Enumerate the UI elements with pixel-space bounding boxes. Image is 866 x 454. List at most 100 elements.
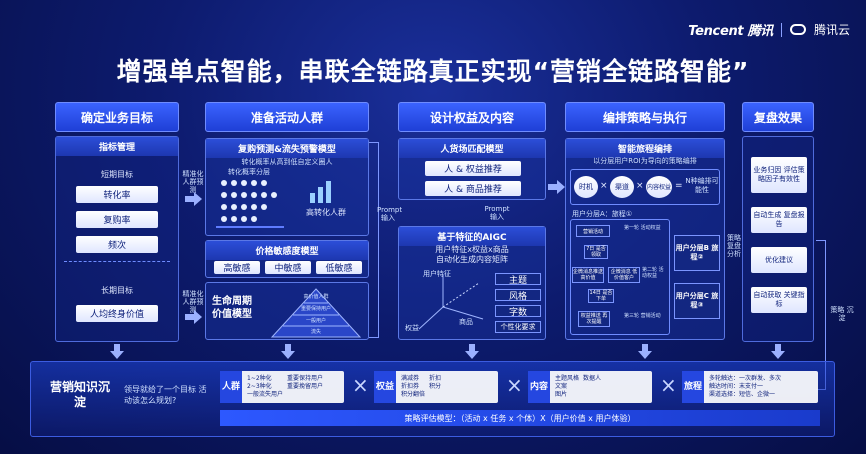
arrow-down-icon (281, 344, 295, 360)
metric-lifetime-value: 人均终身价值 (76, 305, 158, 322)
growth-bars-icon (310, 181, 331, 203)
metric-frequency: 频次 (76, 236, 158, 253)
page-title: 增强单点智能，串联全链路真正实现“营销全链路智能” (116, 57, 750, 86)
brand-divider (780, 22, 782, 37)
strategy-settle-label: 策略 沉淀 (830, 306, 854, 322)
multiply-icon: × (506, 373, 523, 397)
tile-item: 1~2种化 (247, 375, 272, 382)
multiply-icon: × (600, 181, 608, 191)
flow-node-1: 营销活动 (576, 225, 610, 237)
review-suggestion: 优化建议 (751, 247, 807, 273)
metric-repurchase: 复购率 (76, 211, 158, 228)
equals-icon: = (675, 181, 683, 191)
factor-content: 内容权益 (646, 176, 672, 198)
aigc-tag-style: 风格 (495, 289, 541, 302)
column-head-audience: 准备活动人群 (205, 102, 369, 132)
factor-box (570, 169, 720, 205)
tile-label-journey: 旅程 (682, 371, 704, 403)
side-label-predict-2: 精准化人群预测 (182, 290, 204, 314)
column-head-rights-content: 设计权益及内容 (398, 102, 546, 132)
lifecycle-model-title: 生命周期价值模型 (212, 296, 252, 320)
flow-node-5: 企微消息 低价值客户 (608, 267, 640, 283)
tile-item: 触达时间：末支付一 (709, 383, 764, 390)
tile-item: 数据人 (583, 375, 602, 382)
tile-item: 积分 (429, 383, 442, 390)
axis-goods: 商品 (459, 318, 473, 326)
arrow-down-icon (638, 344, 652, 360)
knowledge-tile-audience: 人群 1~2种化 重要保持用户 2~3种化 重要挽留用户 一般流失用户 (220, 371, 344, 403)
layer-b-box: 用户分层B 旅程② (674, 235, 720, 271)
multiply-icon: × (660, 373, 677, 397)
flow-node-3: 7日 是否领取 (584, 245, 608, 259)
flow-node-8: 权益推送 再次提醒 (578, 311, 610, 327)
panel-lifecycle-model: 生命周期价值模型 高价值人群 重要保持用户 一般用户 流失 (205, 282, 369, 340)
strategy-formula: 策略评估模型：（活动 x 任务 x 个体）X（用户价值 x 用户体验） (220, 410, 820, 426)
high-conversion-label: 高转化人群 (306, 208, 346, 217)
long-term-label: 长期目标 (101, 286, 133, 295)
matching-model-head: 人货场匹配模型 (399, 139, 545, 158)
arrow-right-icon (185, 310, 203, 324)
tile-label-rights: 权益 (374, 371, 396, 403)
strategy-review-label: 策略 复盘 分析 (727, 234, 741, 258)
tile-item: 2~3种化 (247, 383, 272, 390)
rec-goods: 人 & 商品推荐 (425, 181, 521, 196)
pyramid-level-1: 高价值人群 (303, 294, 329, 300)
knowledge-tile-rights: 权益 满减券 折扣 折扣券 积分 积分翻倍 (374, 371, 498, 403)
factor-timing: 时机 (574, 176, 598, 198)
aigc-tag-length: 字数 (495, 305, 541, 318)
layer-c-box: 用户分层C 旅程③ (674, 283, 720, 319)
tile-item: 图片 (555, 391, 568, 398)
metric-conversion: 转化率 (76, 186, 158, 203)
tile-item: 一般流失用户 (247, 391, 284, 398)
arrow-down-icon (465, 344, 479, 360)
journey-flow-box (570, 219, 670, 335)
factor-result: N种编排可能性 (685, 177, 719, 194)
aigc-head: 基于特征的AIGC (399, 227, 545, 246)
tile-item (583, 383, 607, 391)
review-report: 自动生成 复盘报告 (751, 207, 807, 233)
axis-user: 用户特征 (423, 270, 451, 278)
journey-head: 智能旅程编排 (566, 139, 724, 158)
column-head-review: 复盘效果 (742, 102, 814, 132)
flow-node-9: 第三轮 营销活动 (624, 313, 661, 319)
panel-price-model: 价格敏感度模型 高敏感 中敏感 低敏感 (205, 240, 369, 278)
review-metrics: 自动获取 关键指标 (751, 287, 807, 313)
factor-channel: 渠道 (610, 176, 634, 198)
question-text: 领导就给了一个目标 活动该怎么规划? (124, 385, 207, 405)
rec-rights: 人 & 权益推荐 (425, 161, 521, 176)
tile-item: 重要保持用户 (287, 375, 324, 382)
goal-divider (64, 261, 170, 262)
value-pyramid-icon (270, 288, 362, 338)
flow-node-4: 企微消息推送 高价值 (572, 267, 604, 283)
tile-label-audience: 人群 (220, 371, 242, 403)
repurchase-model-head: 复购预测&流失预警模型 (206, 139, 368, 158)
tile-item: 渠道选择：短信、企微一 (709, 391, 776, 398)
arrow-down-icon (771, 344, 785, 360)
arrow-right-icon (185, 192, 203, 206)
axis-rights: 权益 (405, 324, 419, 332)
aigc-tag-personal: 个性化要求 (495, 321, 541, 333)
side-label-predict-1: 精准化人群预测 (182, 170, 204, 194)
short-term-label: 短期目标 (101, 170, 133, 179)
review-attribution: 业务归因 评估策略因子有效性 (751, 157, 807, 193)
metric-management-head: 指标管理 (56, 137, 178, 156)
repurchase-model-sub2: 转化概率分层 (228, 168, 270, 176)
column-head-business-goal: 确定业务目标 (55, 102, 179, 132)
tile-item: 折扣券 (401, 383, 420, 390)
aigc-tag-topic: 主题 (495, 273, 541, 286)
column-review: 业务归因 评估策略因子有效性 自动生成 复盘报告 优化建议 自动获取 关键指标 (742, 136, 814, 342)
brand-bar: Tencent 腾讯 腾讯云 (688, 20, 850, 39)
sensitivity-low: 低敏感 (316, 261, 362, 274)
tile-item: 重要挽留用户 (287, 383, 324, 390)
sensitivity-mid: 中敏感 (265, 261, 311, 274)
tile-item: 多轮触达：一次群发、多次 (709, 375, 782, 382)
tile-label-content: 内容 (528, 371, 550, 403)
multiply-icon: × (636, 181, 644, 191)
flow-node-7: 14日 是否下单 (588, 289, 614, 303)
tile-item: 满减券 (401, 375, 420, 382)
flow-node-2: 第一轮 活动权益 (624, 225, 661, 231)
panel-matching-model: 人货场匹配模型 人 & 权益推荐 人 & 商品推荐 (398, 138, 546, 200)
pyramid-level-2: 重要保持用户 (300, 306, 331, 312)
column-business-goal: 指标管理 短期目标 转化率 复购率 频次 长期目标 人均终身价值 (55, 136, 179, 342)
knowledge-label: 营销知识沉淀 (50, 380, 111, 409)
